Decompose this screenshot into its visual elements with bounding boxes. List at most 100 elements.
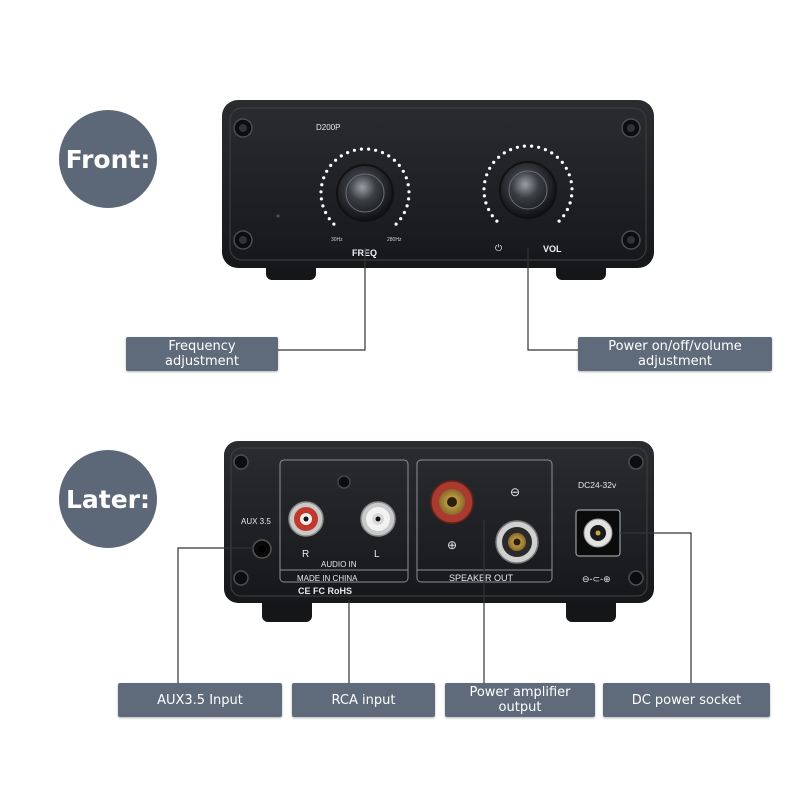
aux-label: AUX 3.5	[241, 517, 271, 526]
speaker-out-label: SPEAKER OUT	[449, 573, 514, 583]
back-body	[224, 441, 654, 603]
led-dot	[407, 190, 411, 194]
front-badge-label: Front:	[65, 144, 151, 174]
power-output-callout-text: Power amplifier output	[469, 685, 571, 715]
led-dot	[557, 219, 561, 223]
led-dot	[380, 151, 384, 155]
back-badge: Later:	[59, 450, 157, 548]
made-in-label: MADE IN CHINA	[297, 574, 358, 583]
led-dot	[484, 201, 488, 205]
dc-polarity-icon: ⊖-⊂-⊕	[582, 574, 611, 584]
aux-callout: AUX3.5 Input	[118, 683, 282, 717]
led-dot	[537, 145, 541, 149]
led-dot	[560, 160, 564, 164]
front-panel: D200P 30Hz 280Hz FREQ ⏻ VOL	[222, 100, 654, 280]
led-dot	[322, 176, 326, 180]
rca-l-label: L	[374, 549, 380, 560]
freq-led-ring-icon	[319, 147, 411, 226]
led-dot	[485, 173, 489, 177]
led-dot	[367, 147, 371, 151]
led-dot	[502, 151, 506, 155]
led-dot	[487, 207, 491, 212]
led-dot	[550, 151, 554, 155]
plus-symbol: ⊕	[447, 538, 457, 552]
led-dot	[488, 166, 492, 170]
led-dot	[515, 145, 520, 149]
power-output-callout: Power amplifier output	[445, 683, 595, 717]
minus-symbol: ⊖	[510, 485, 520, 499]
led-dot	[522, 144, 527, 148]
led-dot	[327, 217, 331, 221]
led-dot	[565, 207, 570, 212]
led-dot	[495, 219, 499, 223]
vol-knob[interactable]	[499, 161, 557, 219]
freq-knob[interactable]	[336, 164, 394, 222]
vol-label: VOL	[543, 244, 562, 254]
front-body	[222, 100, 654, 268]
led-dot	[374, 148, 378, 152]
rca-callout: RCA input	[292, 683, 435, 717]
led-dot	[543, 148, 548, 152]
led-dot	[387, 154, 391, 158]
led-dot	[530, 144, 534, 148]
led-dot	[334, 158, 338, 162]
power-volume-callout: Power on/off/volume adjustment	[578, 337, 772, 371]
led-dot	[404, 176, 408, 180]
led-dot	[359, 147, 363, 151]
freq-max-label: 280Hz	[387, 237, 402, 243]
rca-callout-text: RCA input	[331, 692, 396, 708]
led-dot	[555, 155, 560, 159]
led-dot	[483, 180, 487, 184]
frequency-callout: Frequency adjustment	[126, 337, 278, 371]
frequency-callout-text: Frequency adjustment	[165, 339, 239, 369]
back-panel: AUX 3.5 R L AUDIO IN MADE IN CHINA CE FC…	[224, 441, 654, 622]
vol-led-ring-icon	[482, 144, 574, 223]
led-dot	[324, 210, 328, 215]
power-volume-callout-text: Power on/off/volume adjustment	[608, 339, 742, 369]
dc-callout-text: DC power socket	[631, 692, 742, 708]
rca-r-label: R	[302, 549, 309, 560]
back-leader-lines	[177, 520, 692, 684]
led-dot	[321, 204, 325, 208]
led-dot	[570, 194, 574, 198]
led-dot	[329, 163, 333, 167]
front-badge: Front:	[59, 110, 157, 208]
back-screw-icon	[233, 454, 644, 586]
dc-label: DC24-32v	[578, 480, 617, 490]
led-dot	[394, 222, 398, 226]
model-label: D200P	[316, 123, 340, 132]
cert-label: CE FC RoHS	[298, 586, 352, 596]
led-dot	[492, 160, 496, 164]
led-dot	[407, 197, 411, 201]
led-indicator	[276, 214, 280, 218]
led-dot	[401, 169, 405, 173]
led-dot	[399, 217, 403, 221]
led-dot	[397, 163, 401, 167]
led-dot	[562, 214, 566, 218]
led-dot	[564, 166, 568, 170]
led-dot	[332, 222, 336, 226]
led-dot	[339, 154, 343, 158]
led-dot	[482, 187, 486, 191]
led-dot	[567, 173, 571, 177]
led-dot	[569, 180, 573, 184]
front-leader-lines	[278, 248, 580, 351]
led-dot	[406, 183, 410, 187]
led-dot	[320, 183, 324, 187]
freq-min-label: 30Hz	[331, 237, 343, 243]
led-dot	[392, 158, 396, 162]
led-dot	[346, 151, 350, 155]
led-dot	[319, 197, 323, 201]
led-dot	[570, 187, 574, 191]
dc-callout: DC power socket	[603, 683, 770, 717]
audio-in-section	[279, 459, 409, 583]
led-dot	[482, 194, 486, 198]
back-badge-label: Later:	[65, 484, 151, 514]
led-dot	[490, 214, 494, 218]
led-dot	[509, 148, 513, 152]
led-dot	[319, 190, 323, 194]
power-icon: ⏻	[495, 243, 502, 253]
led-dot	[568, 201, 572, 205]
led-dot	[405, 204, 409, 208]
